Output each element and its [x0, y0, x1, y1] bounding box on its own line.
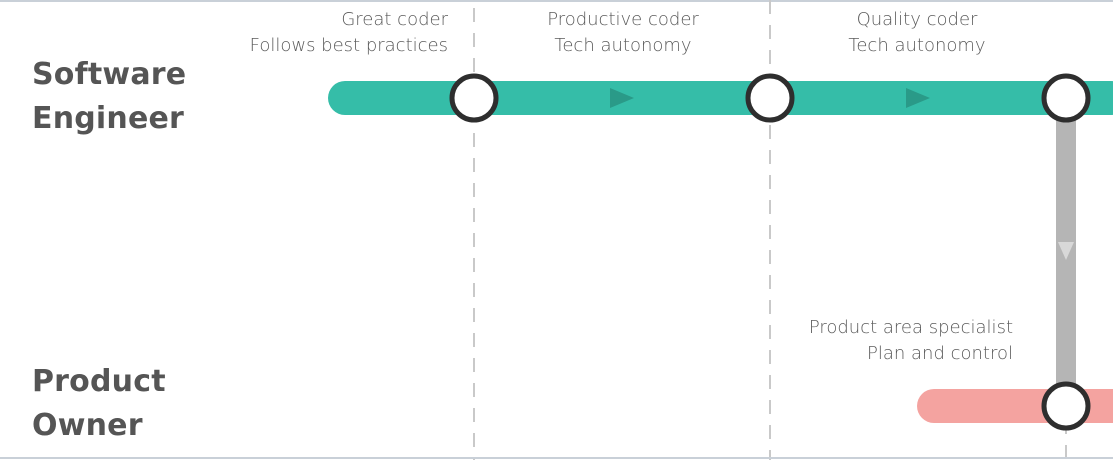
- milestone-node-quality-coder[interactable]: [1041, 73, 1091, 123]
- milestone-node-productive-coder[interactable]: [745, 73, 795, 123]
- engineer-track-bar: [328, 81, 1113, 115]
- bottom-border: [0, 457, 1113, 459]
- stage-caption-product-area-specialist: Product area specialist Plan and control: [809, 315, 1013, 367]
- stage-subtitle: Tech autonomy: [554, 35, 692, 56]
- role-label-software-engineer: Software Engineer: [32, 53, 186, 141]
- stage-title: Product area specialist: [808, 317, 1013, 338]
- track-arrow-icon: [906, 88, 930, 108]
- stage-caption-quality-coder: Quality coder Tech autonomy: [817, 7, 1017, 59]
- role-label-product-owner: Product Owner: [32, 360, 166, 448]
- stage-title: Productive coder: [547, 9, 699, 30]
- transition-arrow-icon: [1058, 242, 1074, 260]
- stage-title: Quality coder: [856, 9, 978, 30]
- top-border: [0, 0, 1113, 2]
- stage-subtitle: Follows best practices: [249, 35, 448, 56]
- milestone-node-great-coder[interactable]: [449, 73, 499, 123]
- stage-caption-productive-coder: Productive coder Tech autonomy: [523, 7, 723, 59]
- role-label-line: Owner: [32, 408, 143, 443]
- stage-subtitle: Tech autonomy: [848, 35, 986, 56]
- role-label-line: Product: [32, 364, 166, 399]
- track-arrow-icon: [610, 88, 634, 108]
- role-label-line: Engineer: [32, 101, 185, 136]
- role-label-line: Software: [32, 57, 187, 92]
- stage-title: Great coder: [341, 9, 448, 30]
- milestone-node-product-area-specialist[interactable]: [1041, 381, 1091, 431]
- stage-subtitle: Plan and control: [867, 343, 1013, 364]
- stage-caption-great-coder: Great coder Follows best practices: [250, 7, 448, 59]
